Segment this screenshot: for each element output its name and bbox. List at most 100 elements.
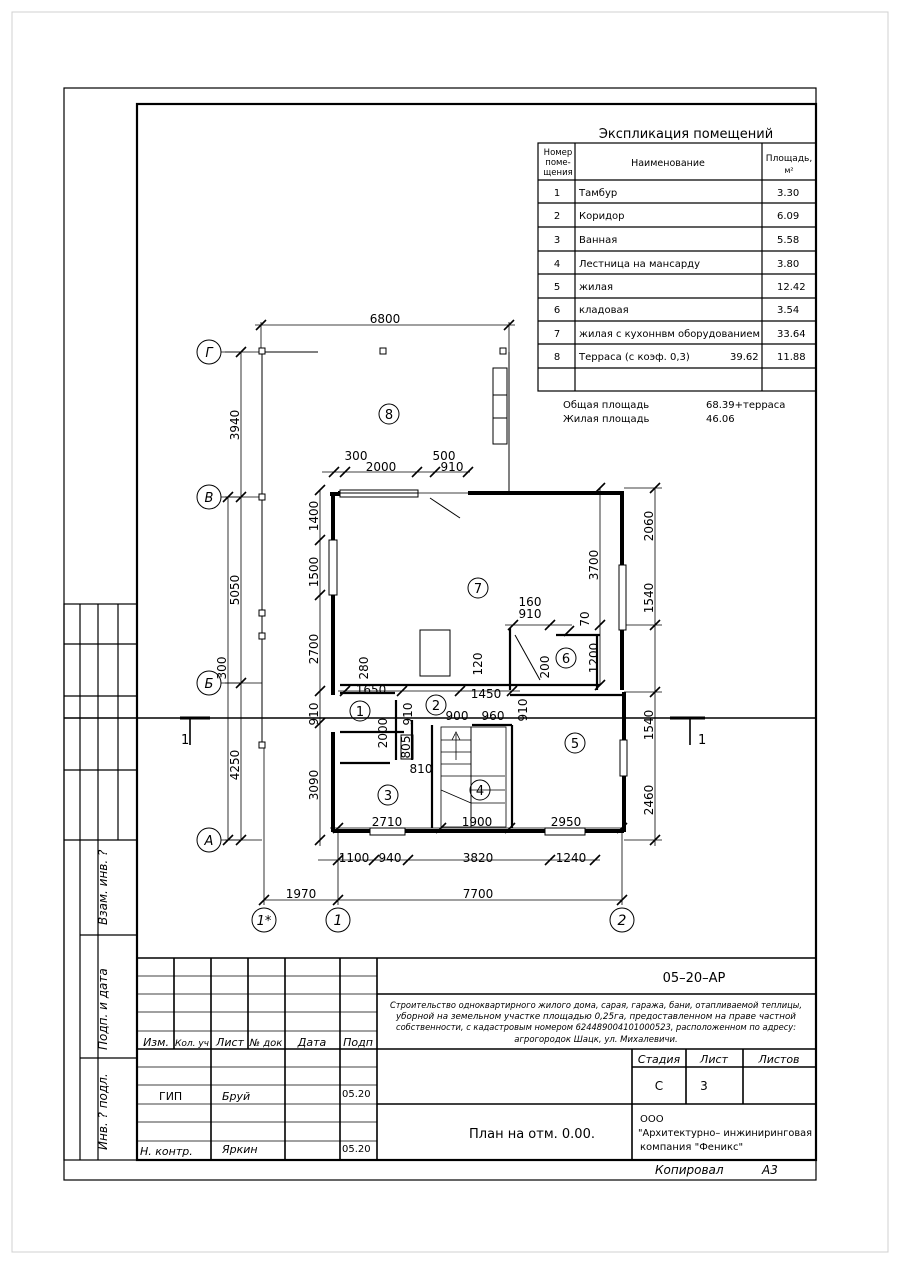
sheet-value: 3 — [700, 1079, 708, 1093]
dim-900: 900 — [446, 709, 469, 723]
stage-value: С — [655, 1079, 663, 1093]
row-area: 3.30 — [777, 188, 799, 199]
room-number-6: 6 — [562, 652, 570, 667]
axis-label-1star: 1* — [257, 914, 272, 929]
dim-4250: 4250 — [228, 750, 242, 781]
stage-label: Стадия — [638, 1053, 681, 1066]
dim-810: 810 — [410, 762, 433, 776]
row-area: 6.09 — [777, 211, 799, 222]
axis-bubbles — [196, 339, 635, 933]
row-name: Терраса (с коэф. 0,3) — [578, 352, 690, 363]
dim-2460: 2460 — [642, 785, 656, 816]
axis-leaders — [221, 351, 240, 841]
dim-910a: 910 — [441, 460, 464, 474]
dim-910b: 910 — [307, 703, 321, 726]
dim-1970: 1970 — [286, 887, 317, 901]
dim-1540a: 1540 — [642, 583, 656, 614]
dim-3940: 3940 — [228, 410, 242, 441]
row-num: 5 — [554, 282, 560, 293]
drawing-title: План на отм. 0.00. — [469, 1127, 595, 1142]
head-name: Наименование — [631, 158, 705, 169]
row-num: 2 — [554, 211, 560, 222]
head-num-1: Номер — [544, 148, 573, 158]
row-area: 5.58 — [777, 235, 799, 246]
project-desc-3: собственности, с кадастровым номером 624… — [396, 1023, 796, 1033]
side-label-signature: Подп. и дата — [96, 968, 110, 1050]
dim-960: 960 — [482, 709, 505, 723]
nk-role: Н. контр. — [140, 1145, 193, 1158]
total-value: 68.39+терраса — [706, 400, 785, 411]
dim-7700: 7700 — [463, 887, 494, 901]
dim-200: 200 — [538, 656, 552, 679]
format-label: А3 — [761, 1163, 778, 1177]
head-num-2: поме- — [545, 158, 570, 168]
dim-1240: 1240 — [556, 851, 587, 865]
sheets-label: Листов — [757, 1053, 799, 1066]
dim-1200: 1200 — [587, 643, 601, 674]
row-area: 11.88 — [777, 352, 806, 363]
floor-plan: 1 1 Г В Б А 1* 1 2 — [64, 312, 816, 933]
row-num: 6 — [554, 305, 560, 316]
room-number-7: 7 — [474, 582, 482, 597]
dim-1450: 1450 — [471, 687, 502, 701]
col-kol: Кол. уч — [175, 1039, 209, 1049]
room-number-5: 5 — [571, 737, 579, 752]
axis-label-g: Г — [205, 346, 214, 361]
row-name: кладовая — [579, 305, 629, 316]
axis-label-1: 1 — [334, 913, 343, 929]
room-number-4: 4 — [476, 784, 484, 799]
dim-300b: 300 — [215, 657, 229, 680]
living-label: Жилая площадь — [563, 414, 649, 425]
row-num: 7 — [554, 329, 560, 340]
dim-910e: 910 — [519, 607, 542, 621]
dim-2060: 2060 — [642, 511, 656, 542]
row-name: жилая — [579, 282, 613, 293]
head-area: Площадь, — [766, 154, 812, 164]
axis-label-2: 2 — [618, 913, 627, 929]
section-mark-right: 1 — [698, 733, 706, 748]
room-number-1: 1 — [356, 705, 364, 720]
room-number-2: 2 — [432, 699, 440, 714]
side-strip — [63, 603, 138, 1161]
nk-date: 05.20 — [342, 1144, 371, 1155]
furniture — [400, 497, 541, 760]
row-name: Коридор — [579, 211, 624, 222]
dim-1500: 1500 — [307, 557, 321, 588]
row-name: Тамбур — [578, 188, 617, 199]
company-line-2: "Архитектурно– инжиниринговая — [638, 1128, 812, 1139]
col-sign: Подп — [343, 1036, 373, 1049]
row-area: 12.42 — [777, 282, 806, 293]
dim-1540b: 1540 — [642, 710, 656, 741]
room-circles — [349, 403, 586, 806]
dim-3700: 3700 — [587, 550, 601, 581]
dimension-texts-vertical: 3940 5050 4250 300 1400 1500 2700 910 30… — [215, 410, 656, 816]
col-date: Дата — [297, 1036, 327, 1049]
project-code: 05–20–АР — [663, 971, 726, 986]
dim-70: 70 — [578, 611, 592, 626]
head-num-3: щения — [543, 168, 572, 178]
dim-5050: 5050 — [228, 575, 242, 606]
company-line-1: ООО — [640, 1114, 664, 1125]
sheet-label: Лист — [699, 1053, 728, 1066]
axis-label-b: Б — [205, 677, 214, 692]
windows — [328, 489, 628, 836]
dim-1100: 1100 — [339, 851, 370, 865]
room-number-8: 8 — [385, 408, 393, 423]
dim-910d: 910 — [516, 699, 530, 722]
dimension-ticks — [222, 319, 661, 906]
dim-280: 280 — [357, 657, 371, 680]
company-line-3: компания "Феникс" — [640, 1142, 743, 1153]
dim-2000b: 2000 — [376, 718, 390, 749]
project-desc-4: агрогородок Шацк, ул. Михалевичи. — [514, 1035, 677, 1045]
section-mark-left: 1 — [181, 733, 189, 748]
row-name: Лестница на мансарду — [579, 259, 700, 270]
dimension-texts-horizontal: 6800 300 2000 500 910 1650 1450 900 960 … — [286, 312, 587, 901]
dim-1900: 1900 — [462, 815, 493, 829]
side-label-inventory: Инв. ? подл. — [96, 1073, 110, 1150]
nk-name: Яркин — [221, 1143, 258, 1156]
side-label-replaced: Взам. инв. ? — [96, 849, 110, 925]
row-num: 1 — [554, 188, 560, 199]
living-value: 46.06 — [706, 414, 735, 425]
gip-role: ГИП — [159, 1090, 182, 1103]
